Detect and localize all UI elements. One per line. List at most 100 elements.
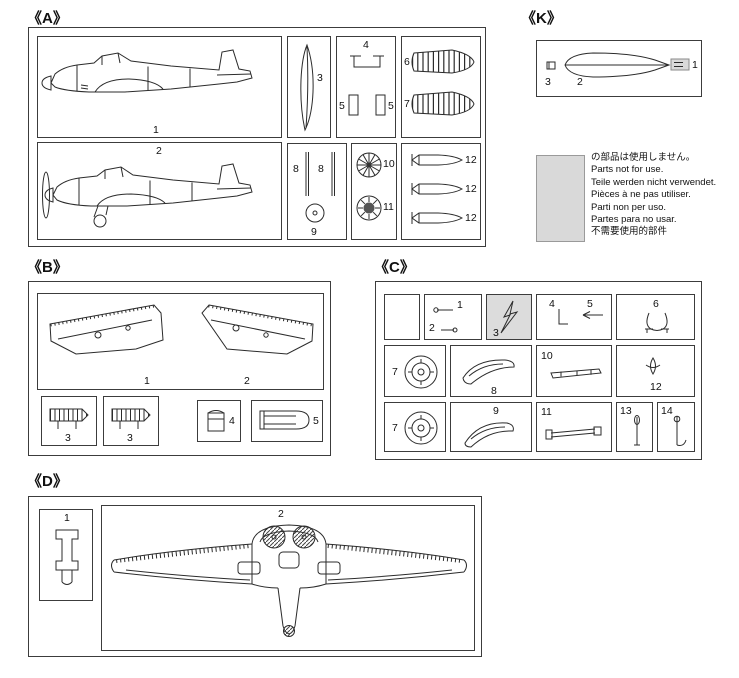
wheel-drawing [404, 411, 438, 445]
rail-drawing [545, 426, 602, 440]
small-fin-drawing [645, 357, 661, 375]
part-number: 6 [404, 56, 410, 68]
part-number: 5 [313, 415, 319, 427]
part-a1-cell: 1 [37, 36, 282, 138]
sprue-k-box: 3 2 1 [536, 40, 702, 97]
sprue-d-label: 《D》 [27, 473, 68, 490]
part-c14-cell: 14 [657, 402, 695, 452]
sprue-c-label: 《C》 [374, 259, 415, 276]
part-number: 3 [127, 432, 133, 444]
part-number: 4 [549, 298, 555, 310]
curved-fairing-drawing [462, 359, 515, 385]
sprue-a-box: 1 2 3 4 [28, 27, 486, 247]
wheel-drawing [404, 355, 438, 389]
part-number: 7 [392, 366, 398, 378]
slat-drawing [550, 368, 602, 379]
part-c9-cell: 9 [450, 402, 532, 452]
part-b5-cell: 5 [251, 400, 323, 442]
part-number: 3 [317, 72, 323, 84]
part-number: 1 [457, 299, 463, 311]
part-number: 12 [465, 183, 477, 195]
part-number: 12 [465, 154, 477, 166]
part-c10-cell: 10 [536, 345, 612, 397]
part-number: 3 [493, 327, 499, 339]
part-number: 1 [692, 59, 698, 71]
sprue-b-label: 《B》 [27, 259, 68, 276]
notice-line: Partes para no usar. [591, 214, 677, 226]
notice-line: の部品は使用しません。 [591, 152, 696, 163]
cylinder-drawing [207, 410, 225, 432]
sprue-d-box: 1 2 [28, 496, 482, 657]
notice-line: 不需要使用的部件 [591, 226, 668, 238]
bombs-drawing [411, 154, 464, 224]
part-a8-a9-cell: 8 8 9 [287, 143, 347, 240]
blade-drawing [300, 43, 314, 132]
sprue-a-label: 《A》 [27, 10, 68, 27]
part-c11-cell: 11 [536, 402, 612, 452]
wing-panels-drawing [49, 304, 314, 355]
part-number: 8 [491, 385, 497, 397]
bracket-drawing [645, 312, 669, 333]
fuselage-left-drawing [41, 49, 253, 93]
part-c4-c5-cell: 4 5 [536, 294, 612, 340]
part-c1-c2-cell: 1 2 [424, 294, 482, 340]
part-number: 5 [339, 100, 345, 112]
part-b3b-cell: 3 [103, 396, 159, 446]
part-number: 9 [493, 405, 499, 417]
flap-drawing [111, 408, 151, 429]
gear-leg-drawing [55, 529, 79, 585]
part-number: 2 [577, 76, 583, 88]
zigzag-part-drawing [500, 300, 519, 334]
rod-drawing [673, 415, 687, 446]
part-a4-a5-cell: 4 5 5 [336, 36, 396, 138]
cowling-pieces-drawing [411, 49, 475, 116]
part-number: 5 [587, 298, 593, 310]
sprue-c-box: 1 2 3 4 5 6 [375, 281, 702, 460]
part-number: 6 [653, 298, 659, 310]
part-d2-cell: 2 [101, 505, 475, 651]
notice-line: Pièces à ne pas utiliser. [591, 189, 691, 201]
notice-line: Parti non per uso. [591, 201, 666, 213]
fan-discs-drawing [356, 152, 382, 221]
part-number: 8 [318, 163, 324, 175]
part-a10-a11-cell: 10 11 [351, 143, 397, 240]
part-number: 1 [144, 375, 150, 387]
empty-cell [384, 294, 420, 340]
part-number: 3 [65, 432, 71, 444]
part-number: 2 [156, 145, 162, 157]
wing-plan-view-drawing [111, 524, 467, 637]
part-number: 11 [383, 201, 394, 213]
drop-tank-drawing [546, 52, 690, 78]
part-a2-cell: 2 [37, 142, 282, 240]
part-number: 2 [244, 375, 250, 387]
part-number: 13 [620, 405, 632, 417]
part-number: 10 [541, 350, 553, 362]
part-number: 14 [661, 405, 673, 417]
sprue-k-label: 《K》 [521, 10, 562, 27]
part-c8-cell: 8 [450, 345, 532, 397]
part-number: 9 [311, 226, 317, 238]
part-c7b-cell: 7 [384, 402, 446, 452]
part-number: 11 [541, 406, 552, 418]
part-a6-a7-cell: 6 7 [401, 36, 481, 138]
not-for-use-notice: の部品は使用しません。 Parts not for use. Teile wer… [591, 152, 716, 239]
notice-line: Teile werden nicht verwendet. [591, 176, 717, 188]
flap-drawing [49, 408, 89, 429]
part-number: 1 [153, 124, 159, 136]
part-number: 10 [383, 158, 395, 170]
part-b4-cell: 4 [197, 400, 241, 442]
part-c7-cell: 7 [384, 345, 446, 397]
sprue-b-box: 1 2 3 3 4 [28, 281, 331, 456]
part-number: 1 [64, 512, 70, 524]
rods-and-disc-drawing [305, 152, 335, 223]
part-number: 2 [278, 508, 284, 520]
part-b3-cell: 3 [41, 396, 97, 446]
antenna-drawing [634, 415, 640, 446]
part-c6-cell: 6 [616, 294, 695, 340]
part-a3-cell: 3 [287, 36, 331, 138]
part-d1-cell: 1 [39, 509, 93, 601]
part-number: 5 [388, 100, 394, 112]
bracket-and-pegs-drawing [348, 55, 386, 116]
part-c12-cell: 12 [616, 345, 695, 397]
